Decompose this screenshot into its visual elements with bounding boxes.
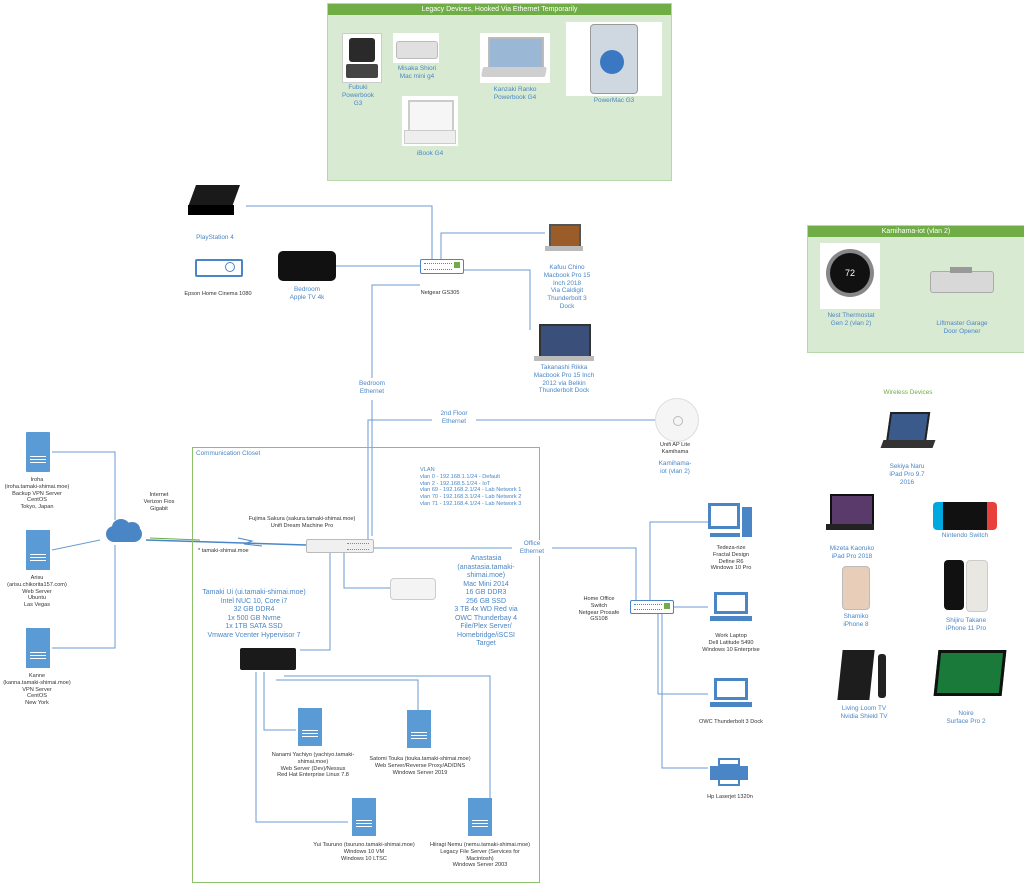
arisu-server-icon — [26, 530, 50, 570]
iot-header: Kamihama-iot (vlan 2) — [808, 226, 1024, 237]
iphone-11-pro-icon — [944, 558, 988, 612]
unifi-ap-icon — [655, 398, 699, 442]
owc-dock-icon — [710, 678, 752, 710]
printer-label: Hp Laserjet 1320n — [707, 794, 753, 800]
ap-label: Unifi AP Lite Kamihama — [659, 442, 691, 455]
kanne-label: Kanne (kanna.tamaki-shimai.moe) VPN Serv… — [3, 673, 71, 707]
nanami-server-icon — [298, 708, 322, 746]
thermostat-readout: 72 — [830, 253, 870, 293]
shijiru-label: Shijiru Takane iPhone 11 Pro — [945, 617, 987, 632]
ipad-pro-97-icon — [880, 410, 936, 454]
work-laptop-label: Work Laptop Dell Latitude 5490 Windows 1… — [702, 633, 760, 653]
satomi-label: Satomi Touka (touka.tamaki-shimai.moe) W… — [369, 756, 471, 776]
switch-label: Nintendo Switch — [941, 532, 989, 539]
kafuu-label: Kafuu Chino Macbook Pro 15 Inch 2018 Via… — [543, 264, 591, 311]
sekiya-label: Sekiya Naru iPad Pro 9.7 2016 — [889, 463, 925, 486]
ps4-icon — [186, 183, 244, 219]
powerbook-g4-icon — [480, 33, 550, 83]
office-switch-label: Home Office Switch Netgear Prosafe GS108 — [578, 596, 620, 623]
thermostat-label: Nest Thermostat Gen 2 (vlan 2) — [827, 312, 875, 327]
floor2-ethernet-label: 2nd Floor Ethernet — [432, 410, 476, 426]
ps4-label: PlayStation 4 — [196, 234, 234, 241]
nvidia-shield-icon — [837, 648, 892, 702]
wireless-title: Wireless Devices — [883, 389, 933, 396]
ibook-g4-icon — [402, 96, 458, 146]
mitama-label: Mizeta Kaoruko iPad Pro 2018 — [829, 545, 875, 560]
kanzaki-label: Kanzaki Ranko Powerbook G4 — [493, 86, 537, 101]
bedroom-ethernet-label: Bedroom Ethernet — [352, 380, 392, 396]
nintendo-switch-icon — [933, 502, 997, 530]
tedeza-label: Tedeza-rize Fractal Design Define R6 Win… — [710, 545, 752, 572]
satomi-server-icon — [407, 710, 431, 748]
iroha-label: Iroha (iroha.tamaki-shimai.moe) Backup V… — [4, 477, 70, 511]
work-laptop-icon — [710, 592, 752, 624]
owc-label: OWC Thunderbolt 3 Dock — [699, 719, 763, 725]
ap-vlan-label: Kamihama- iot (vlan 2) — [658, 460, 692, 475]
anastasia-label: Anastasia (anastasia.tamaki- shimai.moe)… — [454, 555, 518, 648]
kanne-server-icon — [26, 628, 50, 668]
projector-icon — [195, 255, 243, 277]
office-ethernet-label: Office Ethernet — [512, 540, 552, 556]
internet-label: Internet Verizon Fios Gigabit — [143, 492, 175, 512]
garage-opener-icon — [928, 265, 994, 295]
legacy-header: Legacy Devices, Hooked Via Ethernet Temp… — [328, 4, 671, 15]
internet-cloud-icon — [100, 516, 148, 544]
netgear-label: Netgear GS305 — [420, 290, 460, 296]
hiiragi-server-icon — [468, 798, 492, 836]
powermac-label: PowerMac G3 — [593, 97, 635, 104]
projector-label: Epson Home Cinema 1080 — [184, 291, 252, 297]
netgear-gs305-icon — [420, 259, 464, 274]
arisu-label: Arisu (arisu.chikorita157.com) Web Serve… — [7, 575, 67, 609]
tamaki-label: Tamaki Ui (ui.tamaki-shimai.moe) Intel N… — [202, 589, 306, 639]
garage-label: Liftmaster Garage Door Opener — [936, 320, 988, 335]
ibook-label: iBook G4 — [416, 150, 444, 157]
shamiko-label: Shamiko iPhone 8 — [843, 613, 869, 628]
closet-title: Communication Closet — [196, 450, 261, 457]
domain-label: * tamaki-shimai.moe — [198, 548, 249, 554]
yui-server-icon — [352, 798, 376, 836]
office-switch-icon — [630, 600, 674, 614]
appletv-label: Bedroom Apple TV 4k — [289, 286, 325, 301]
mac-mini-icon — [390, 578, 436, 600]
nanami-label: Nanami Yachiyo (yachiyo.tamaki- shimai.m… — [271, 752, 355, 779]
iphone-8-icon — [842, 566, 870, 610]
printer-icon — [710, 758, 748, 788]
iroha-server-icon — [26, 432, 50, 472]
udm-pro-icon — [306, 539, 374, 553]
fubuki-label: Fubuki Powerbook G3 — [342, 84, 374, 107]
mac-mini-g4-icon — [393, 33, 439, 63]
noire-label: Noire Surface Pro 2 — [946, 710, 986, 725]
yui-label: Yui Tsuruno (tsuruno.tamaki-shimai.moe) … — [313, 842, 415, 862]
misaka-label: Misaka Shiori Mac mini g4 — [397, 65, 437, 80]
powerbook-g3-icon — [342, 33, 382, 83]
powermac-g3-icon — [566, 22, 662, 96]
appletv-icon — [278, 251, 336, 281]
surface-pro-icon — [932, 648, 1007, 698]
hiiragi-label: Hiiragi Nemu (nemu.tamaki-shimai.moe) Le… — [429, 842, 531, 869]
udm-label: Fujima Sakura (sakura.tamaki-shimai.moe)… — [248, 516, 356, 529]
ipad-pro-2018-icon — [826, 494, 874, 532]
shield-label: Living Loom TV Nvidia Shield TV — [840, 705, 888, 720]
intel-nuc-icon — [240, 648, 296, 670]
desktop-pc-icon — [708, 503, 754, 541]
kafuu-macbook-icon — [545, 222, 583, 254]
vlan-table: VLAN vlan 0 - 192.168.1.1/24 - Default v… — [420, 467, 522, 508]
takanashi-label: Takanashi Rikka Macbook Pro 15 Inch 2012… — [533, 364, 595, 395]
communication-closet-group — [192, 447, 540, 883]
nest-thermostat-icon: 72 — [820, 243, 880, 309]
takanashi-macbook-icon — [534, 322, 594, 362]
